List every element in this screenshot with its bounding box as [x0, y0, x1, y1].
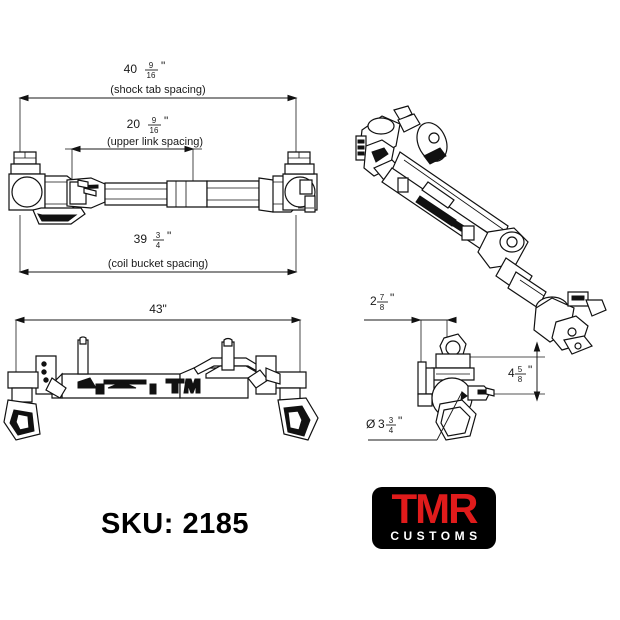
- dim-dia-denominator: 4: [389, 426, 394, 435]
- dim-shock-numerator: 9: [149, 61, 154, 70]
- axle-front-geometry: [8, 151, 318, 225]
- dimension-coil-bucket-spacing: 39 3 4 " (coil bucket spacing): [18, 215, 298, 276]
- dim-shock-label: (shock tab spacing): [110, 84, 205, 96]
- view-rear-elevation: 43": [3, 302, 319, 441]
- dim-upper-denominator: 16: [150, 126, 159, 135]
- view-front-elevation: 40 9 16 " (shock tab spacing) 20 9 16 " …: [8, 59, 318, 276]
- dim-upper-unit: ": [164, 114, 168, 128]
- dimension-shock-tab-spacing: 40 9 16 " (shock tab spacing): [18, 59, 298, 152]
- logo-badge: [372, 487, 496, 549]
- view-knuckle-detail: 2 7 8 " 4 5 8 ": [364, 291, 545, 441]
- dim-dia-whole: 3: [378, 417, 385, 431]
- dim-upper-label: (upper link spacing): [107, 136, 203, 148]
- dim-shock-denominator: 16: [147, 71, 156, 80]
- dim-coil-numerator: 3: [156, 231, 161, 240]
- view-isometric: [355, 105, 607, 355]
- dim-height-numerator: 5: [518, 365, 523, 374]
- dim-height-denominator: 8: [518, 375, 523, 384]
- dim-coil-whole: 39: [134, 232, 148, 246]
- dim-overall-width-value: 43": [149, 302, 167, 316]
- rear-brand-stamp: [165, 378, 201, 394]
- dim-dia-prefix: Ø: [366, 417, 375, 431]
- knuckle-detail-geometry: [368, 333, 495, 441]
- dim-shock-whole: 40: [124, 62, 138, 76]
- dim-offset-denominator: 8: [380, 303, 385, 312]
- dimension-offset-horizontal: 2 7 8 ": [364, 291, 457, 368]
- dim-coil-label: (coil bucket spacing): [108, 258, 208, 270]
- dim-height-unit: ": [528, 363, 532, 377]
- dim-offset-numerator: 7: [380, 293, 385, 302]
- logo-subtitle-text: CUSTOMS: [390, 529, 481, 543]
- dim-shock-unit: ": [161, 59, 165, 73]
- tmr-customs-logo: TMR CUSTOMS: [372, 485, 496, 549]
- dim-coil-denominator: 4: [156, 241, 161, 250]
- dimension-tube-diameter: Ø 3 3 4 ": [366, 414, 402, 435]
- dim-upper-numerator: 9: [152, 116, 157, 125]
- dim-offset-unit: ": [390, 291, 394, 305]
- axle-rear-geometry: [3, 336, 319, 441]
- dim-height-whole: 4: [508, 366, 515, 380]
- dim-dia-numerator: 3: [389, 416, 394, 425]
- dimension-overall-width: 43": [14, 302, 302, 375]
- dimension-upper-link-spacing: 20 9 16 " (upper link spacing): [65, 114, 203, 196]
- dim-coil-unit: ": [167, 229, 171, 243]
- logo-brand-text: TMR: [392, 485, 479, 532]
- dim-upper-whole: 20: [127, 117, 141, 131]
- sku-label: SKU: 2185: [101, 508, 249, 540]
- dim-offset-whole: 2: [370, 294, 377, 308]
- dim-dia-unit: ": [398, 414, 402, 428]
